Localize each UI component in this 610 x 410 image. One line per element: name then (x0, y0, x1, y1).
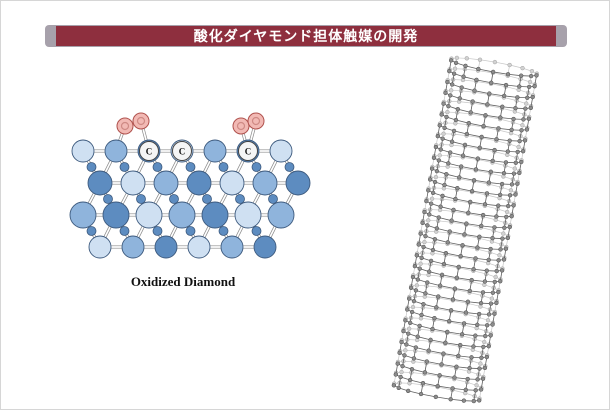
slide-title: 酸化ダイヤモンド担体触媒の開発 (193, 28, 419, 44)
title-bar: 酸化ダイヤモンド担体触媒の開発 (45, 25, 567, 47)
title-bar-inner: 酸化ダイヤモンド担体触媒の開発 (56, 26, 556, 46)
carbon-nanotube-figure (391, 55, 539, 404)
carbon-atom-label: C (179, 146, 186, 156)
figure-caption: Oxidized Diamond (130, 274, 236, 289)
carbon-atom-label: C (245, 146, 252, 156)
carbon-atom-label: C (146, 146, 153, 156)
